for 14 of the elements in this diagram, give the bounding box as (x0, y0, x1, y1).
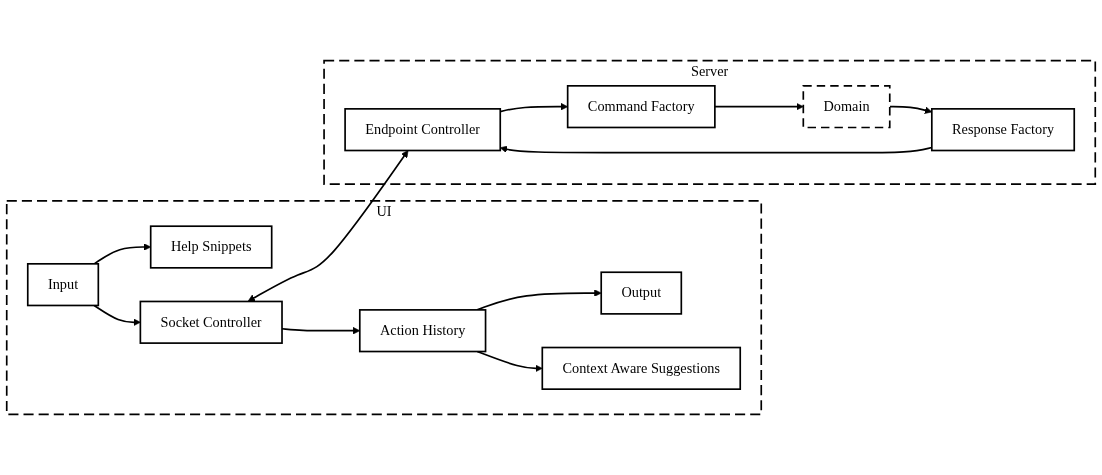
arrow (714, 102, 804, 111)
node-box: Context Aware Suggestions (541, 346, 742, 390)
node-box: Socket Controller (139, 300, 283, 344)
node-box: Action History (358, 309, 487, 353)
node-box: Help Snippets (149, 225, 273, 269)
node-box: Domain (802, 85, 891, 129)
node-box: Command Factory (566, 85, 716, 129)
node-box: Input (26, 263, 100, 307)
node-box: Response Factory (930, 108, 1076, 152)
arrow (93, 304, 141, 326)
arrow (247, 150, 409, 302)
node-box: Endpoint Controller (344, 108, 502, 152)
node-box: Output (600, 271, 683, 315)
arrow (476, 350, 543, 373)
